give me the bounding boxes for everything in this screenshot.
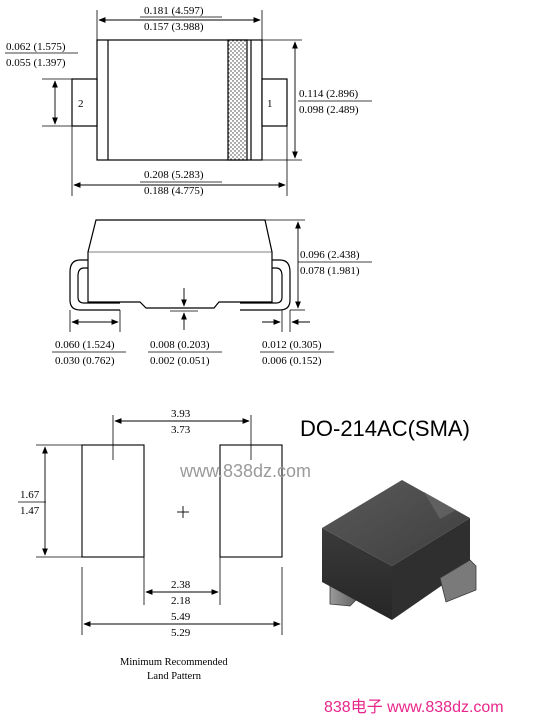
body-height-min: 0.098 (2.489) <box>299 104 359 116</box>
thickness-min: 0.078 (1.981) <box>300 265 360 277</box>
total-span-min: 5.29 <box>171 627 191 639</box>
lead-thickness-min: 0.006 (0.152) <box>262 355 322 367</box>
pad-height-min: 1.47 <box>20 505 40 517</box>
pad-gap-max: 2.38 <box>171 579 191 591</box>
overall-length-min: 0.188 (4.775) <box>144 185 204 197</box>
render-body-front <box>322 528 392 620</box>
land-pattern <box>18 415 283 635</box>
side-view <box>52 219 372 353</box>
footer-brand: 838电子 www.838dz.com <box>324 698 504 716</box>
body-width-max: 0.181 (4.597) <box>144 5 204 17</box>
pad-gap-min: 2.18 <box>171 595 191 607</box>
pad-left <box>81 444 145 558</box>
cathode-band <box>227 39 248 161</box>
render-cathode-band <box>424 492 456 519</box>
package-3d-render <box>322 480 477 620</box>
body-height-max: 0.114 (2.896) <box>299 88 359 100</box>
lead-thickness-max: 0.012 (0.305) <box>262 339 322 351</box>
standoff-max: 0.008 (0.203) <box>150 339 210 351</box>
land-caption-line2: Land Pattern <box>147 671 202 682</box>
total-span-max: 5.49 <box>171 611 191 623</box>
side-lead-left <box>69 259 120 311</box>
pad-span-max: 3.93 <box>171 408 191 420</box>
lead-right <box>261 78 288 127</box>
watermark-text: www.838dz.com <box>179 461 311 481</box>
render-lead-back <box>439 559 477 603</box>
lead-left <box>71 78 98 127</box>
package-name: DO-214AC(SMA) <box>300 416 470 441</box>
foot-length-min: 0.030 (0.762) <box>55 355 115 367</box>
side-body <box>87 219 273 309</box>
standoff-min: 0.002 (0.051) <box>150 355 210 367</box>
lead-width-min: 0.055 (1.397) <box>6 57 66 69</box>
pin-label-1: 1 <box>267 98 273 110</box>
pad-height-max: 1.67 <box>20 489 40 501</box>
foot-length-max: 0.060 (1.524) <box>55 339 115 351</box>
thickness-max: 0.096 (2.438) <box>300 249 360 261</box>
lead-width-max: 0.062 (1.575) <box>6 41 66 53</box>
pad-span-min: 3.73 <box>171 424 191 436</box>
side-lead-right <box>240 259 291 311</box>
overall-length-max: 0.208 (5.283) <box>144 169 204 181</box>
land-caption-line1: Minimum Recommended <box>120 657 228 668</box>
top-view <box>5 10 372 196</box>
body-width-min: 0.157 (3.988) <box>144 21 204 33</box>
render-body-side <box>392 518 470 620</box>
pad-right <box>219 444 283 558</box>
pin-label-2: 2 <box>78 98 84 110</box>
